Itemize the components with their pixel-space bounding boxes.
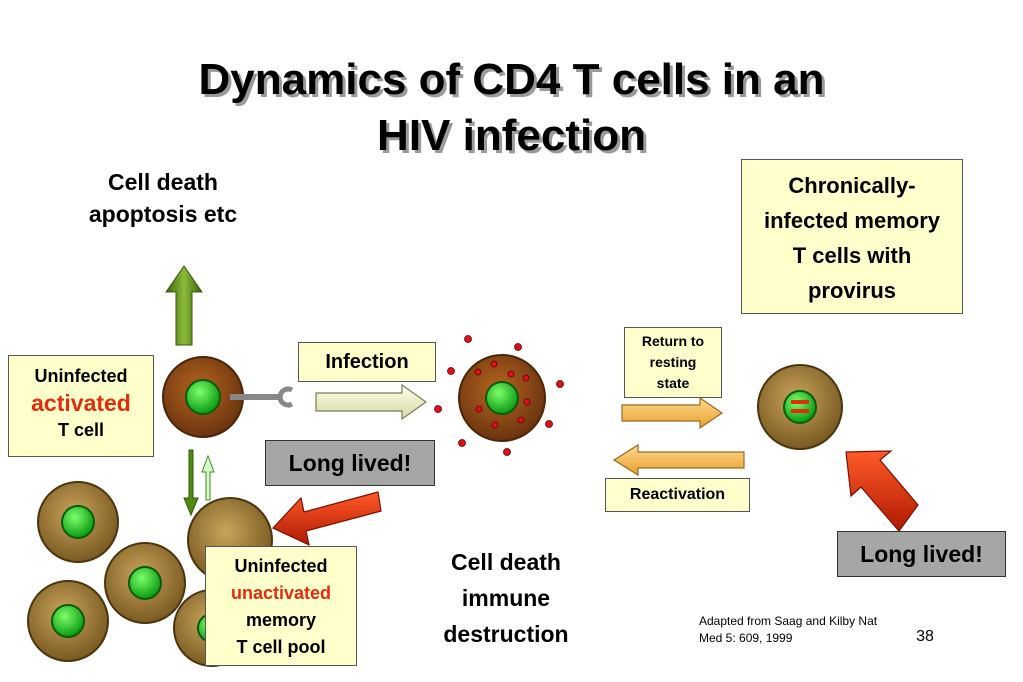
return-line-1: Return to [641,333,705,349]
down-arrow-to-pool [183,449,199,517]
resting-infected-cell [757,364,843,450]
infection-label: Infection [325,351,409,373]
reactivation-label: Reactivation [629,486,726,503]
memory-line-4: T cell pool [236,637,326,657]
return-line-3: state [656,375,690,391]
cell-death-line: Cell death [451,549,561,575]
long-lived-label: Long lived! [288,450,412,476]
return-resting-arrow [621,396,724,430]
citation-line-2: Med 5: 609, 1999 [699,631,793,645]
chronic-line-4: provirus [807,278,897,303]
infection-box: Infection [298,342,436,382]
title-line-2: HIV infection [377,111,646,160]
activated-t-cell [162,356,294,438]
return-line-2: resting [649,354,697,370]
up-arrow-from-pool [201,454,215,501]
memory-line-3: memory [245,610,317,630]
reactivation-arrow [612,443,745,477]
memory-highlight: unactivated [230,583,332,603]
chronic-line-1: Chronically- [788,173,916,198]
cell-death-apoptosis-label: Cell death apoptosis etc [60,166,266,230]
memory-line-1: Uninfected [234,556,328,576]
apoptosis-line: apoptosis etc [88,201,238,227]
pool-cell [37,481,119,563]
cell-death-line: Cell death [108,169,218,195]
activated-highlight: activated [31,390,131,416]
red-arrow-to-memory-pool [272,491,382,547]
long-lived-box-right: Long lived! [837,531,1006,577]
title-line-1: Dynamics of CD4 T cells in an [198,55,825,104]
destruction-line: destruction [443,621,569,647]
up-arrow-cell-death [165,265,203,346]
virus-particles [434,335,564,456]
memory-pool-box: Uninfected unactivated memory T cell poo… [205,546,357,666]
return-resting-box: Return to resting state [624,327,722,398]
infected-cell [434,335,564,456]
red-arrow-to-resting-cell [845,450,919,532]
activated-line-1: Uninfected [34,366,128,386]
cell-death-immune-label: Cell death immune destruction [420,544,592,652]
activated-line-3: T cell [57,420,105,440]
activated-t-cell-box: Uninfected activated T cell [8,355,154,457]
pool-cell [104,542,186,624]
long-lived-label: Long lived! [860,541,983,567]
page-title: Dynamics of CD4 T cells in an HIV infect… [0,52,1023,164]
citation: Adapted from Saag and Kilby Nat Med 5: 6… [699,613,899,647]
chronic-infected-box: Chronically- infected memory T cells wit… [741,159,963,314]
long-lived-box-left: Long lived! [265,440,435,486]
reactivation-box: Reactivation [605,478,750,512]
chronic-line-3: T cells with [792,243,912,268]
infection-arrow [315,383,428,421]
citation-line-1: Adapted from Saag and Kilby Nat [699,614,878,628]
page-number: 38 [916,628,934,645]
chronic-line-2: infected memory [763,208,941,233]
immune-line: immune [461,585,551,611]
pool-cell [27,580,109,662]
